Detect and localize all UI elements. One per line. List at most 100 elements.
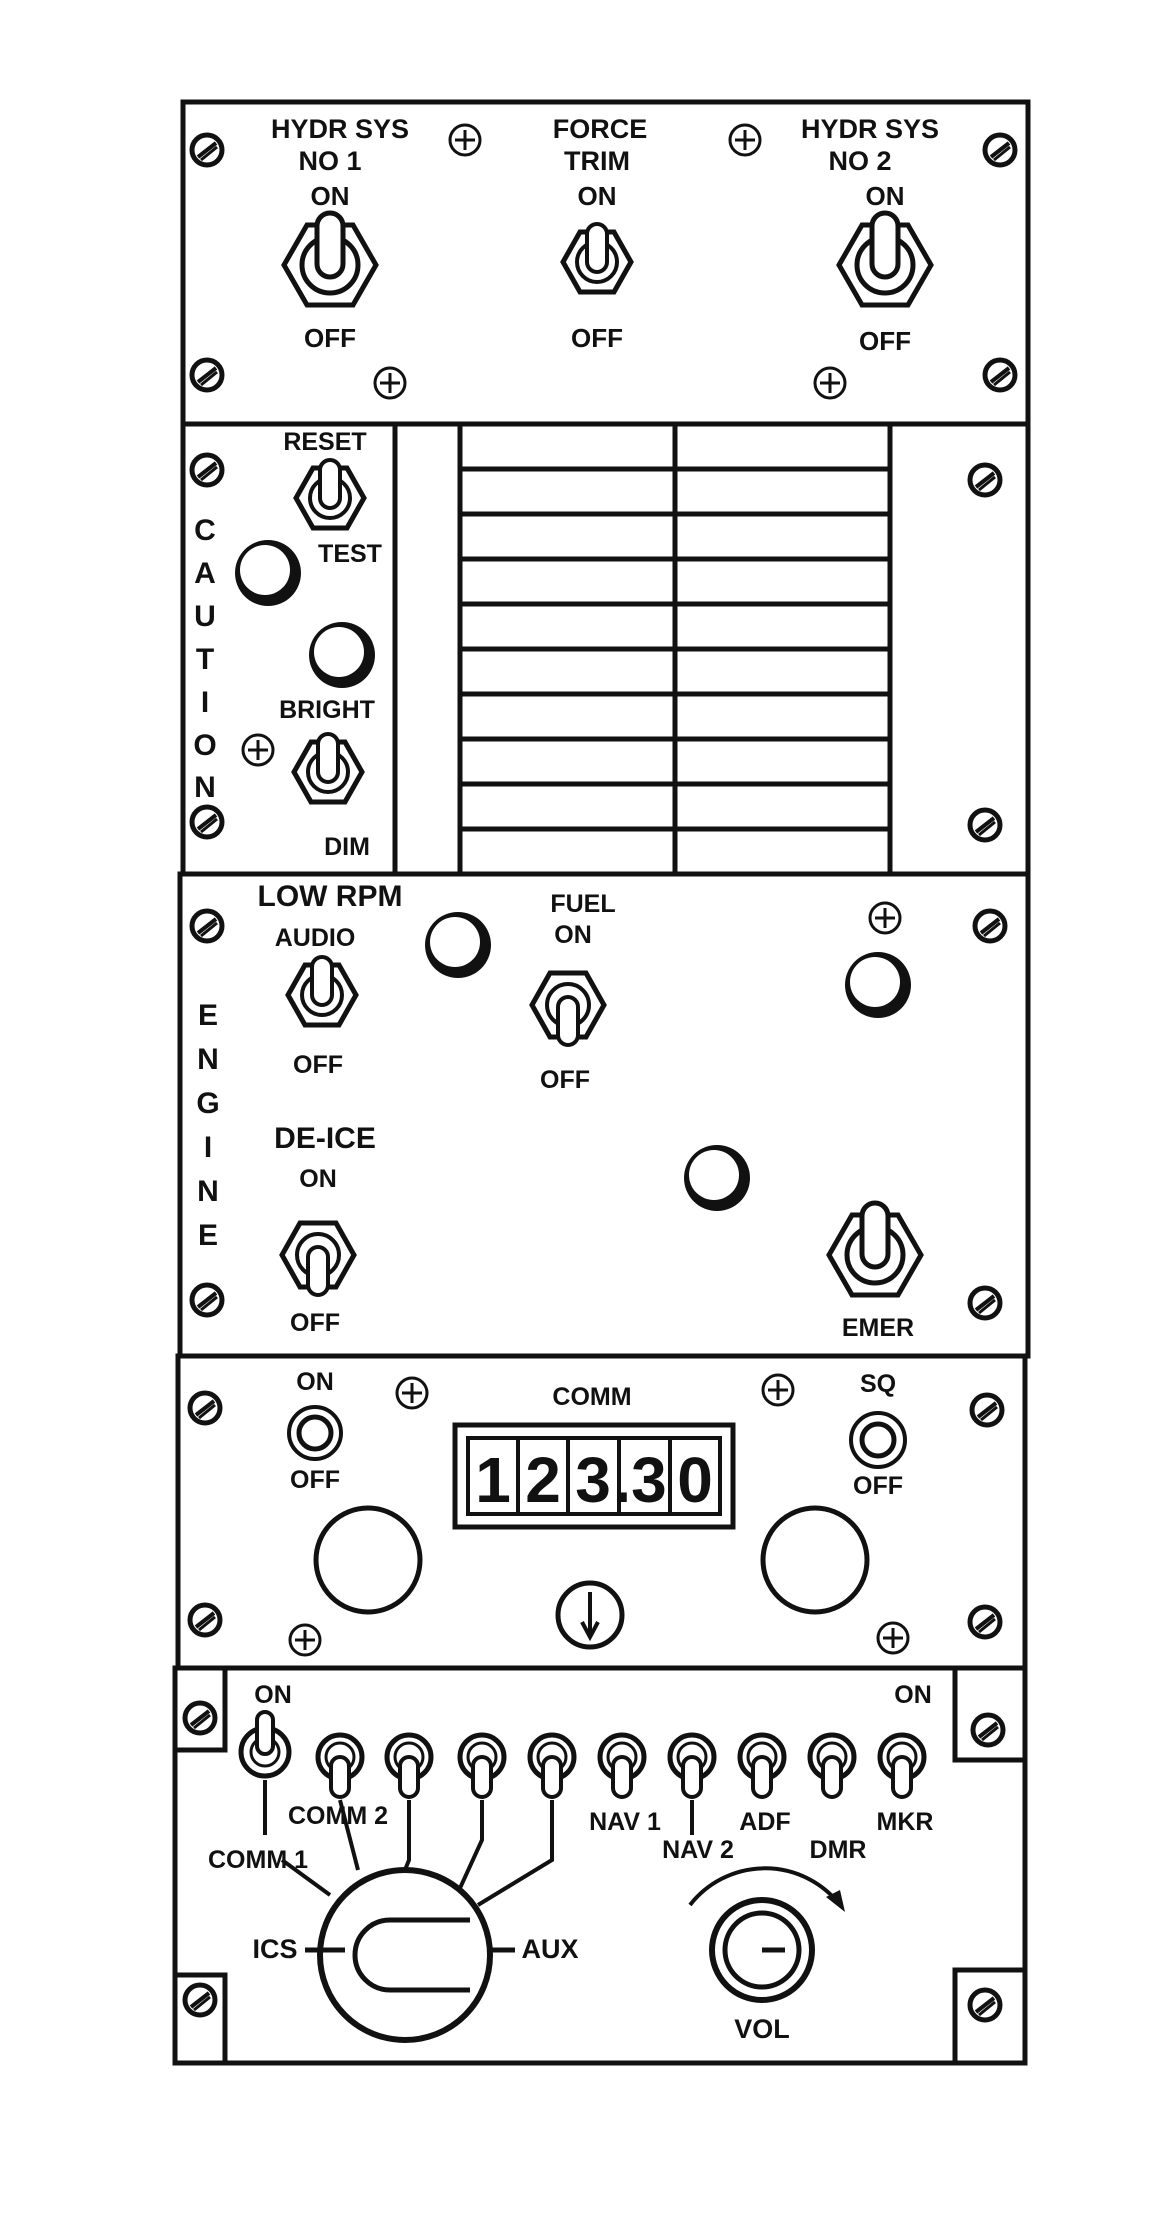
frequency-knob-right[interactable] — [760, 1505, 870, 1615]
engine-indicator-light — [684, 1145, 750, 1211]
engine-indicator-light — [425, 912, 491, 978]
caution-letter: I — [201, 686, 209, 719]
ics-label: ICS — [252, 1934, 297, 1964]
low-rpm-label: LOW RPM — [258, 880, 403, 913]
frequency-digit: .3 — [613, 1444, 666, 1516]
leader-line — [338, 1799, 360, 1871]
hydr-sys-1-on-label: ON — [311, 181, 350, 211]
screw-icon — [192, 455, 222, 485]
caution-section: C A U T I O N RESET TEST BRIGHT DIM — [180, 421, 1031, 877]
audio-off-label: OFF — [293, 1051, 343, 1079]
frequency-digit: 0 — [677, 1444, 713, 1516]
vol-label: VOL — [734, 2014, 790, 2044]
test-label: TEST — [318, 540, 382, 568]
phillips-screw-icon — [288, 1623, 322, 1657]
phillips-screw-icon — [761, 1373, 795, 1407]
force-trim-subtitle: TRIM — [564, 146, 630, 176]
phillips-screw-icon — [813, 366, 847, 400]
on-label-right: ON — [894, 1681, 932, 1709]
squelch-switch[interactable] — [849, 1411, 907, 1469]
screw-icon — [985, 360, 1015, 390]
engine-side-label: E N G I N E — [196, 999, 219, 1252]
frequency-knob-left[interactable] — [313, 1505, 423, 1615]
hydr-sys-1-subtitle: NO 1 — [298, 146, 361, 176]
audio-label: AUDIO — [275, 924, 356, 952]
nav1-label: NAV 1 — [589, 1808, 661, 1836]
screw-icon — [973, 1715, 1003, 1745]
caution-letter: A — [194, 557, 216, 590]
volume-direction-arrowhead — [826, 1890, 845, 1912]
phillips-screw-icon — [241, 733, 275, 767]
phillips-screw-icon — [868, 901, 902, 935]
frequency-digit: 3 — [575, 1444, 611, 1516]
audio-faceplate — [172, 1665, 1028, 2066]
adf-label: ADF — [739, 1808, 790, 1836]
force-trim-on-label: ON — [578, 181, 617, 211]
screw-icon — [185, 1985, 215, 2015]
de-ice-on-label: ON — [299, 1165, 337, 1193]
screw-icon — [970, 1288, 1000, 1318]
nav2-label: NAV 2 — [662, 1836, 734, 1864]
dim-label: DIM — [324, 833, 370, 861]
screw-icon — [192, 1285, 222, 1315]
engine-indicator-light — [845, 952, 911, 1018]
engine-letter: G — [196, 1087, 219, 1120]
phillips-screw-icon — [448, 123, 482, 157]
sq-label: SQ — [860, 1370, 896, 1398]
volume-knob[interactable] — [709, 1897, 815, 2003]
comm-test-knob[interactable] — [555, 1580, 625, 1650]
caution-letter: N — [194, 771, 216, 804]
sq-off-label: OFF — [853, 1472, 903, 1500]
screw-icon — [975, 911, 1005, 941]
comm-title: COMM — [552, 1383, 631, 1411]
screw-icon — [190, 1605, 220, 1635]
hydr-sys-2-on-label: ON — [866, 181, 905, 211]
screw-icon — [192, 135, 222, 165]
force-trim-off-label: OFF — [571, 323, 623, 353]
hydr-sys-2-off-label: OFF — [859, 326, 911, 356]
leader-line — [476, 1800, 554, 1907]
caution-letter: C — [194, 514, 216, 547]
leader-line — [280, 1858, 332, 1897]
screw-icon — [192, 360, 222, 390]
mkr-label: MKR — [877, 1808, 934, 1836]
phillips-screw-icon — [373, 366, 407, 400]
fuel-label: FUEL — [550, 890, 615, 918]
phillips-screw-icon — [876, 1621, 910, 1655]
comm-section: ON OFF COMM 1 2 3 .3 0 SQ OFF — [175, 1353, 1028, 1671]
annunciator-grid — [457, 421, 893, 877]
phillips-screw-icon — [395, 1376, 429, 1410]
screw-icon — [972, 1395, 1002, 1425]
audio-toggle-1[interactable] — [238, 1710, 292, 1779]
screw-icon — [192, 807, 222, 837]
emer-label: EMER — [842, 1314, 914, 1342]
caution-letter: U — [194, 600, 216, 633]
audio-selector-knob[interactable] — [305, 1867, 515, 2043]
audio-section: ON ON COMM 2 COMM 1 NAV 1 NAV 2 ADF DMR … — [172, 1665, 1028, 2066]
engine-letter: E — [198, 999, 218, 1032]
screw-icon — [192, 911, 222, 941]
hydr-sys-1-title: HYDR SYS — [271, 114, 409, 144]
reset-label: RESET — [283, 428, 366, 456]
comm-power-switch[interactable] — [287, 1405, 343, 1461]
caution-side-label: C A U T I O N — [193, 514, 216, 804]
comm-power-off-label: OFF — [290, 1466, 340, 1494]
leader-line — [448, 1800, 484, 1911]
de-ice-label: DE-ICE — [274, 1122, 376, 1155]
frequency-digit: 1 — [475, 1444, 511, 1516]
caution-indicator-light — [235, 540, 301, 606]
caution-indicator-light — [309, 622, 375, 688]
engine-letter: I — [204, 1131, 212, 1164]
de-ice-off-label: OFF — [290, 1309, 340, 1337]
force-trim-title: FORCE — [553, 114, 648, 144]
screw-icon — [985, 135, 1015, 165]
phillips-screw-icon — [728, 123, 762, 157]
volume-direction-arc — [688, 1866, 842, 1907]
fuel-on-label: ON — [554, 921, 592, 949]
screw-icon — [970, 810, 1000, 840]
comm1-label: COMM 1 — [208, 1846, 308, 1874]
engine-section: E N G I N E LOW RPM AUDIO OFF FUEL ON OF… — [177, 871, 1031, 1359]
on-label-left: ON — [254, 1681, 292, 1709]
hydr-sys-1-off-label: OFF — [304, 323, 356, 353]
